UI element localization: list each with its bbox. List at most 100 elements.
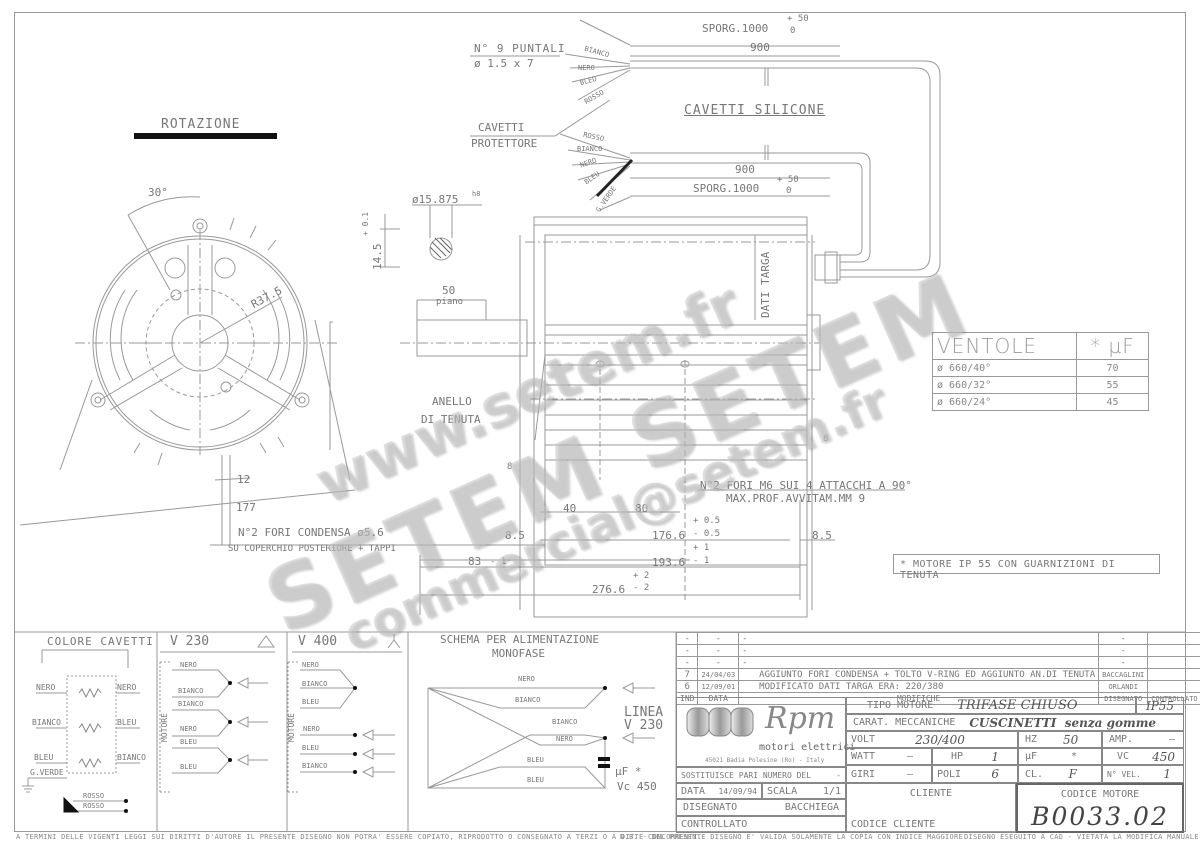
hp-label: HP [951, 751, 964, 762]
mechanical-cell: CARAT. MECCANICHE CUSCINETTI senza gomme [846, 714, 1184, 731]
rev-ind: - [675, 656, 699, 669]
drawn-value: BACCHIEGA [784, 802, 839, 813]
scale-value: 1/1 [822, 785, 841, 797]
flat-label: piano [436, 297, 464, 307]
company-logo-area: Rpm motori elettrici 45021 Badia Polesin… [676, 697, 855, 767]
table-row: ø 660/24° 45 [932, 393, 1149, 411]
plate-data-label: DATI TARGA [759, 251, 772, 318]
v400-motor-label: MOTORE [287, 713, 296, 742]
dim-193-tol-minus: - 1 [693, 556, 710, 566]
rev-modification: AGGIUNTO FORI CONDENSA + TOLTO V-RING ED… [738, 668, 1100, 681]
v400-label-bianco-2: BIANCO [302, 762, 328, 770]
len-900-bottom: 900 [735, 163, 755, 176]
amp-label: AMP. [1109, 734, 1134, 745]
rev-date: 12/09/01 [697, 680, 740, 693]
color-left-nero: NERO [36, 683, 56, 692]
mono-label-bianco-2: BIANCO [552, 718, 578, 726]
mechanical-label: CARAT. MECCANICHE [853, 717, 956, 728]
date-label: DATA [681, 785, 706, 797]
volt-value: 230/400 [915, 732, 965, 747]
rev-date: - [697, 644, 740, 657]
rev-ind: 7 [675, 668, 699, 681]
holes-note-1: N°2 FORI M6 SUI 4 ATTACCHI A 90° [700, 479, 912, 492]
cable-colors-title: COLORE CAVETTI [47, 635, 154, 648]
ring-label-2: DI TENUTA [421, 413, 481, 426]
client-label: CLIENTE [909, 788, 953, 799]
volt-cell: VOLT 230/400 [846, 731, 1018, 748]
color-left-bianco: BIANCO [32, 718, 61, 727]
poli-cell: POLI 6 [932, 765, 1018, 783]
date-cell: DATA 14/09/94 [676, 783, 762, 799]
speed-count-cell: N° VEL. 1 [1102, 765, 1184, 783]
rev-modification: MODIFICATO DATI TARGA ERA: 220/380 [738, 680, 1100, 693]
protector-wire-1: ROSSO [83, 792, 105, 800]
header-ind: IND [675, 692, 699, 705]
hz-value: 50 [1063, 732, 1079, 747]
wire-lower-bianco: BIANCO [577, 145, 603, 153]
vc-label: VC [1117, 751, 1130, 762]
v230-label-bleu-2: BLEU [180, 763, 197, 771]
table-row: ---- [675, 644, 1200, 657]
ip55-note: * MOTORE IP 55 CON GUARNIZIONI DI TENUTA [893, 554, 1160, 581]
v400-label-nero-2: NERO [303, 725, 320, 733]
rev-checked [1147, 656, 1200, 669]
scale-cell: SCALA 1/1 [762, 783, 846, 799]
motor-code-value: B0033.02 [1031, 802, 1169, 831]
v400-label-bianco-1: BIANCO [302, 680, 328, 688]
replaces-row: SOSTITUISCE PARI NUMERO DEL - [676, 767, 846, 783]
dim-8-left: 8 [507, 462, 513, 472]
dim-83: 83 [468, 555, 482, 568]
shaft-tolerance: h8 [472, 190, 481, 198]
v400-label-nero-1: NERO [302, 661, 319, 669]
color-left-gverde: G.VERDE [30, 768, 64, 777]
drawing-sheet-border [14, 12, 1186, 832]
condensation-note-2: SU COPERCHIO POSTERIORE + TAPPI [228, 544, 396, 554]
color-right-nero: NERO [117, 683, 137, 692]
rev-checked [1147, 644, 1200, 657]
mono-label-bianco-1: BIANCO [515, 696, 541, 704]
protector-label-1: CAVETTI [478, 121, 525, 134]
table-row: ---- [675, 656, 1200, 669]
rev-checked [1147, 668, 1200, 681]
class-cell: CL. F [1018, 765, 1102, 783]
linea-voltage: V 230 [624, 718, 664, 733]
sporg-bottom-label: SPORG.1000 [693, 182, 760, 195]
sporg-top-tol-minus: 0 [790, 26, 796, 36]
dim-193: 193.6 [652, 556, 686, 569]
rev-date: 24/04/03 [697, 668, 740, 681]
motor-type-value: TRIFASE CHIUSO [957, 698, 1078, 713]
dim-80: 80 [635, 502, 649, 515]
v230-motor-label: MOTORE [160, 713, 169, 742]
v230-label-bianco-1: BIANCO [178, 687, 204, 695]
poli-value: 6 [991, 767, 999, 781]
motor-code-label: CODICE MOTORE [1060, 789, 1140, 800]
ip-value: IP55 [1145, 698, 1175, 713]
wire-upper-nero: NERO [578, 64, 595, 72]
dim-177: 177 [236, 501, 256, 514]
poli-label: POLI [937, 768, 962, 780]
hp-value: 1 [991, 749, 999, 764]
brand-name: Rpm [765, 701, 836, 736]
motor-code-cell: CODICE MOTORE B0033.02 [1016, 783, 1184, 833]
replaces-label: SOSTITUISCE PARI NUMERO DEL [681, 770, 812, 780]
mono-title-1: SCHEMA PER ALIMENTAZIONE [440, 633, 599, 646]
rpm-logo: Rpm [677, 698, 845, 740]
fan-table-header-uf: * µF [1076, 332, 1149, 360]
silicone-cables-label: CAVETTI SILICONE [684, 103, 826, 118]
rev-drawn: - [1098, 644, 1149, 657]
uf-label: µF [1025, 751, 1038, 762]
copyright-footer: A TERMINI DELLE VIGENTI LEGGI SUI DIRITT… [16, 833, 703, 841]
watt-cell: WATT — [846, 748, 932, 765]
amp-value: — [1168, 734, 1175, 745]
drawn-by-cell: DISEGNATO BACCHIEGA [676, 799, 846, 816]
dim-193-tol-plus: + 1 [693, 543, 710, 553]
rev-drawn: BACCAGLINI [1098, 668, 1149, 681]
rev-drawn: - [1098, 632, 1149, 645]
fan-uf: 70 [1076, 359, 1149, 377]
color-right-bleu: BLEU [117, 718, 137, 727]
table-row: ---- [675, 632, 1200, 645]
dim-8-5-left: 8.5 [505, 529, 525, 542]
